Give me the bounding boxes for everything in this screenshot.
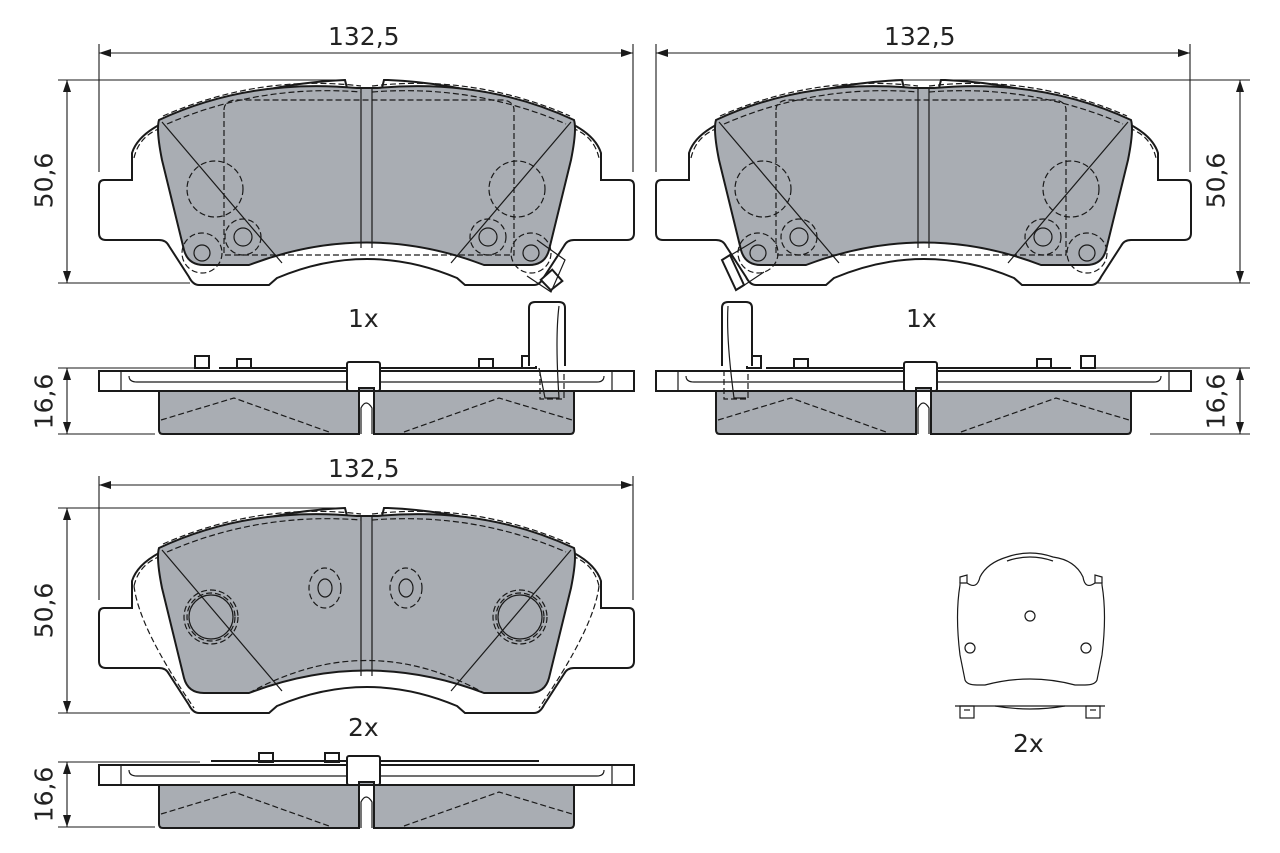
width-dim-label-3: 132,5 [328,454,400,483]
shim-view [955,552,1106,719]
width-dim-label-2: 132,5 [884,22,956,51]
thickness-dim-label-1: 16,6 [29,373,59,430]
pad-view-top-right [655,44,1250,435]
pad-view-bottom [58,476,635,829]
height-dim-label-1: 50,6 [29,152,59,209]
pad-view-top-left [58,44,635,435]
thickness-dim-label-3: 16,6 [29,766,59,823]
height-dim-label-3: 50,6 [29,582,59,639]
quantity-label-shim: 2x [1013,729,1044,758]
width-dim-label-1: 132,5 [328,22,400,51]
quantity-label-2: 1x [906,304,937,333]
quantity-label-1: 1x [348,304,379,333]
thickness-dim-label-2: 16,6 [1201,373,1231,430]
height-dim-label-2: 50,6 [1201,152,1231,209]
quantity-label-3: 2x [348,713,379,742]
